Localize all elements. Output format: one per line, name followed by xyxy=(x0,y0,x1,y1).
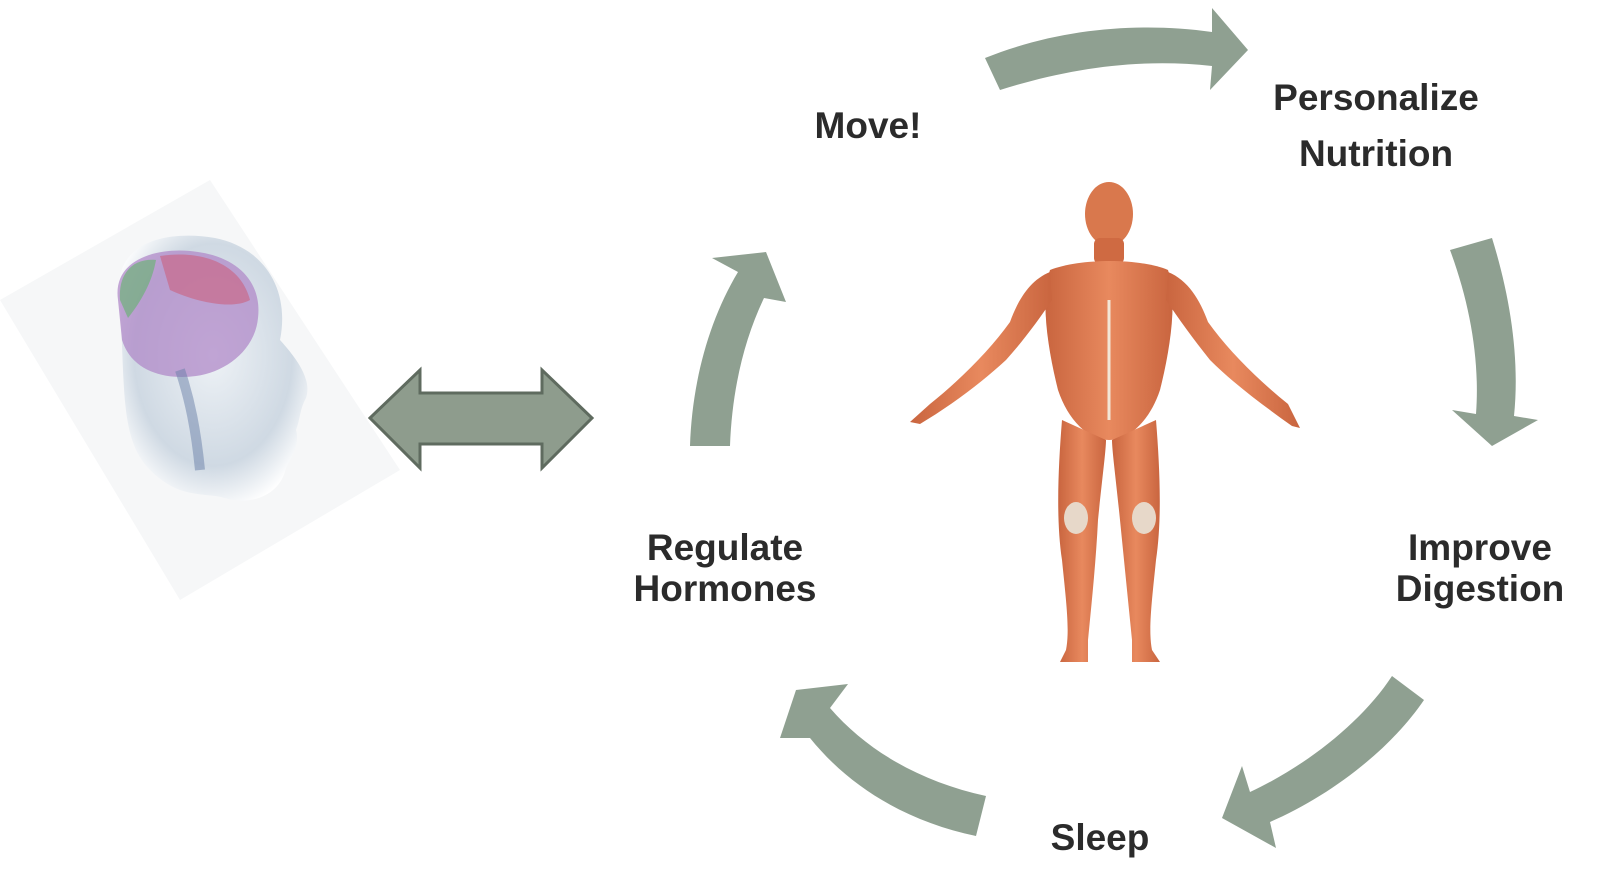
figure-left-arm xyxy=(910,272,1052,424)
label-improve-line-1: Improve xyxy=(1382,528,1578,569)
label-move: Move! xyxy=(800,106,936,147)
label-hormones-line-2: Hormones xyxy=(620,569,830,610)
label-regulate-hormones: Regulate Hormones xyxy=(620,528,830,609)
label-personalize-line-1: Personalize xyxy=(1256,70,1496,126)
figure-head xyxy=(1085,182,1133,246)
arrow-left xyxy=(690,252,786,446)
arrow-bottom-right xyxy=(1222,676,1424,848)
figure-left-leg xyxy=(1058,420,1106,662)
head-brain-illustration xyxy=(0,180,400,600)
figure-right-knee xyxy=(1132,502,1156,534)
figure-right-arm xyxy=(1166,272,1300,428)
figure-left-knee xyxy=(1064,502,1088,534)
arrow-top xyxy=(985,8,1248,90)
label-personalize-nutrition: Personalize Nutrition xyxy=(1256,70,1496,181)
figure-neck xyxy=(1094,238,1124,264)
figure-right-leg xyxy=(1112,420,1160,662)
muscular-body-figure xyxy=(910,182,1300,662)
arrow-right xyxy=(1450,238,1538,446)
label-improve-digestion: Improve Digestion xyxy=(1382,528,1578,609)
label-nutrition-line-2: Nutrition xyxy=(1256,126,1496,182)
arrow-bottom-left xyxy=(780,684,986,836)
label-regulate-line-1: Regulate xyxy=(620,528,830,569)
double-arrow xyxy=(370,370,592,468)
label-move-line-1: Move! xyxy=(800,106,936,147)
label-sleep: Sleep xyxy=(1030,818,1170,859)
label-sleep-line-1: Sleep xyxy=(1030,818,1170,859)
label-digestion-line-2: Digestion xyxy=(1382,569,1578,610)
